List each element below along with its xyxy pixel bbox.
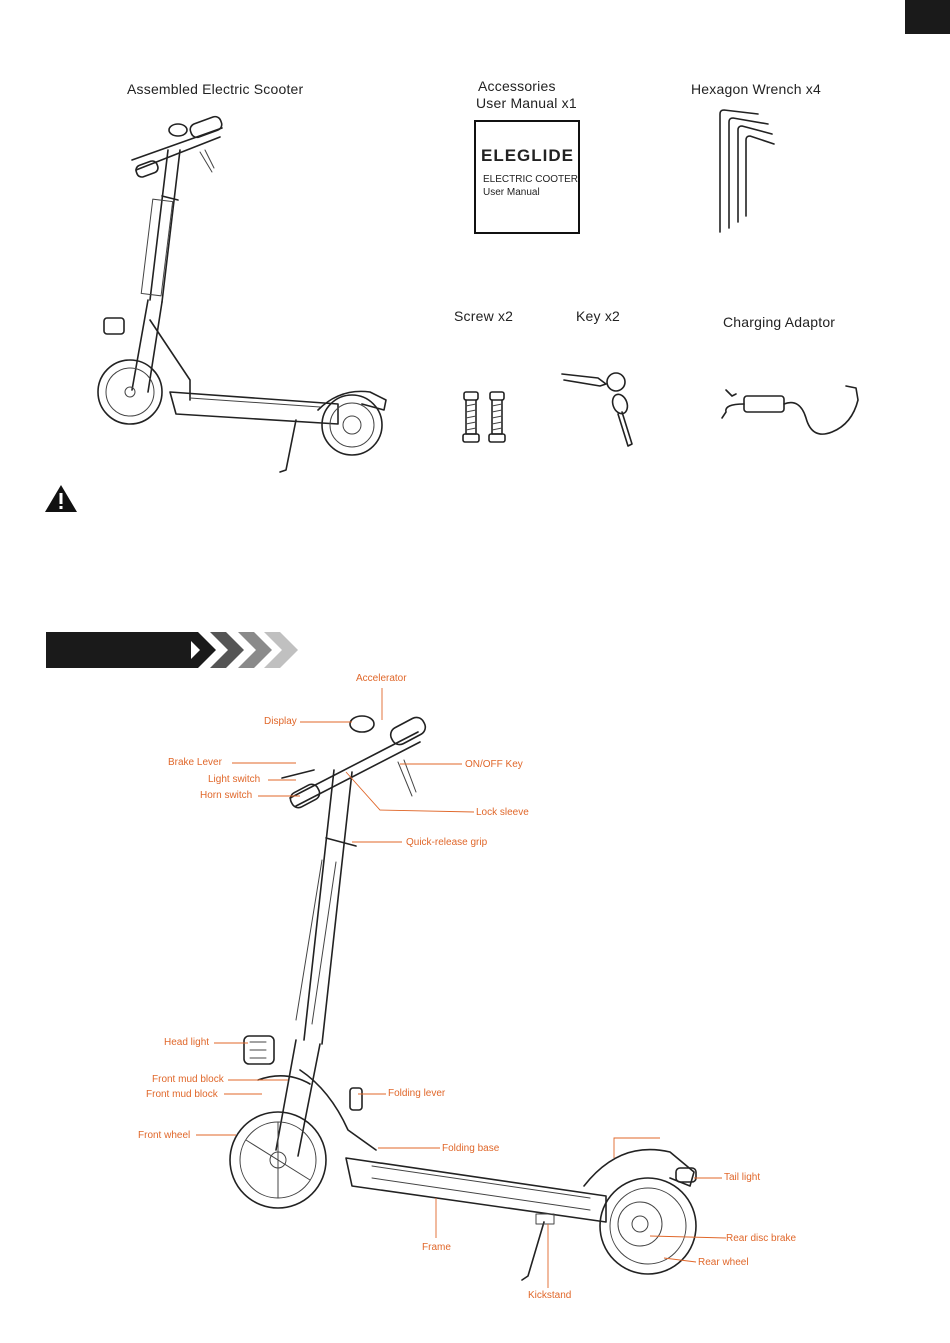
label-front-wheel: Front wheel xyxy=(138,1130,191,1141)
label-lock-sleeve: Lock sleeve xyxy=(476,807,529,818)
screw-title: Screw x2 xyxy=(454,308,514,324)
label-light-switch: Light switch xyxy=(208,774,261,785)
charging-adaptor-drawing xyxy=(721,385,859,435)
label-rear-disc-brake: Rear disc brake xyxy=(726,1233,797,1244)
callout-leaders xyxy=(196,688,727,1288)
label-tail-light: Tail light xyxy=(724,1172,761,1183)
banner-chevrons-icon xyxy=(182,632,298,668)
hexagon-wrench-drawing xyxy=(719,109,775,233)
label-accelerator: Accelerator xyxy=(356,673,407,684)
label-rear-wheel: Rear wheel xyxy=(698,1257,749,1268)
accessories-title: Accessories xyxy=(478,78,556,94)
assembled-scooter-title: Assembled Electric Scooter xyxy=(127,81,304,97)
screws-drawing xyxy=(462,391,506,443)
label-brake-lever: Brake Lever xyxy=(168,757,222,768)
hexagon-wrench-title: Hexagon Wrench x4 xyxy=(691,81,821,97)
label-frame: Frame xyxy=(422,1242,451,1253)
manual-brand: ELEGLIDE xyxy=(481,146,575,165)
label-horn-switch: Horn switch xyxy=(200,790,253,801)
label-display: Display xyxy=(264,716,297,727)
label-front-mud-block-2: Front mud block xyxy=(146,1089,218,1100)
warning-icon xyxy=(45,485,77,512)
label-quick-release-grip: Quick-release grip xyxy=(406,837,488,848)
manual-subtitle-2: User Manual xyxy=(483,187,540,198)
page-corner-tab xyxy=(905,0,950,34)
assembled-scooter-drawing xyxy=(97,115,387,473)
label-front-mud-block: Front mud block xyxy=(152,1074,224,1085)
label-folding-lever: Folding lever xyxy=(388,1088,446,1099)
keys-drawing xyxy=(561,372,633,447)
manual-subtitle: ELECTRIC COOTER xyxy=(483,174,579,185)
label-folding-base: Folding base xyxy=(442,1143,500,1154)
label-on-off-key: ON/OFF Key xyxy=(465,759,523,770)
user-manual-title: User Manual x1 xyxy=(476,95,577,111)
labeled-scooter-drawing xyxy=(229,715,697,1281)
section-banner xyxy=(46,632,191,668)
user-manual-cover: ELEGLIDE ELECTRIC COOTER User Manual xyxy=(474,120,580,234)
label-kickstand: Kickstand xyxy=(528,1290,572,1301)
charging-adaptor-title: Charging Adaptor xyxy=(723,314,836,330)
label-head-light: Head light xyxy=(164,1037,210,1048)
key-title: Key x2 xyxy=(576,308,620,324)
